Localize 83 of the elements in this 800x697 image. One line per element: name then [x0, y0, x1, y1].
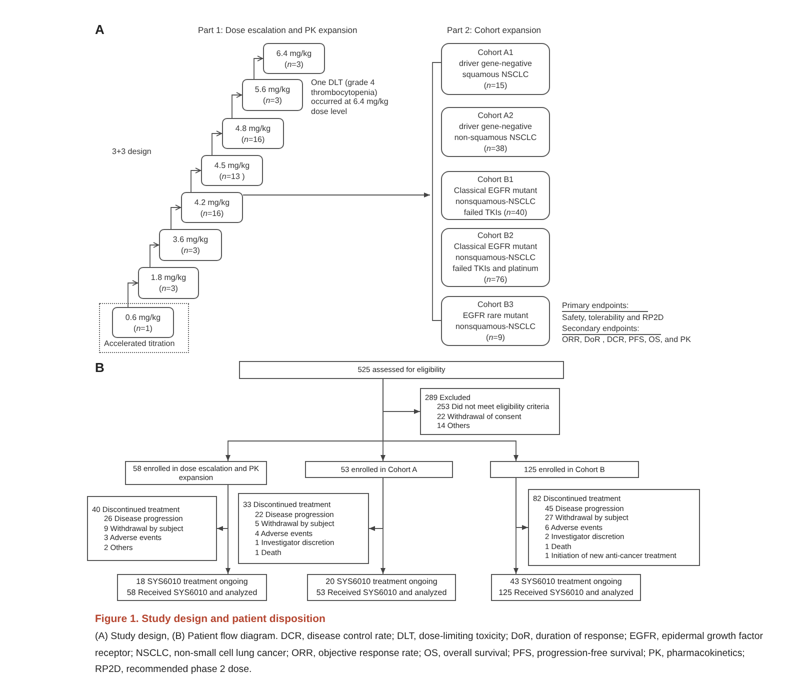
endpoint-text: ORR, DoR , DCR, PFS, OS, and PK	[562, 335, 691, 345]
dotted-group-box	[99, 303, 189, 353]
panel-letter: B	[95, 361, 104, 375]
list-box	[238, 493, 369, 564]
flow-box	[117, 574, 267, 601]
section-heading: Part 2: Cohort expansion	[447, 25, 542, 35]
sample-size: (n=3)	[263, 95, 282, 106]
arrow	[226, 484, 230, 574]
outcome-text: 125 Received SYS6010 and analyzed	[498, 588, 634, 598]
dose-level: 4.2 mg/kg	[194, 196, 230, 208]
flow-box	[239, 361, 564, 379]
endpoint-heading: Primary endpoints:	[562, 301, 648, 312]
sample-size: (n=16)	[200, 208, 224, 218]
outcome-text: 18 SYS6010 treatment ongoing	[136, 577, 248, 588]
arrow	[232, 92, 242, 118]
sample-size: (n=76)	[484, 274, 508, 285]
dose-level: 5.6 mg/kg	[254, 84, 290, 95]
outcome-text: 43 SYS6010 treatment ongoing	[510, 577, 622, 588]
dose-box	[242, 79, 303, 111]
arrow	[254, 56, 264, 80]
figure-title: Figure 1. Study design and patient disposition	[95, 613, 326, 626]
dose-box	[138, 267, 199, 299]
dose-box	[112, 307, 174, 338]
arrow	[190, 168, 202, 192]
sample-size: (n=38)	[484, 143, 508, 154]
dose-level: 0.6 mg/kg	[125, 312, 161, 322]
arrow	[170, 204, 182, 230]
sample-size: (n=3)	[159, 283, 178, 294]
dose-box	[263, 43, 325, 74]
dose-level: 4.5 mg/kg	[214, 160, 250, 170]
cohort-box	[441, 228, 550, 287]
flow-box	[307, 574, 456, 601]
sample-size: (n=15)	[484, 80, 508, 91]
flow-box	[125, 461, 267, 485]
flow-box	[491, 574, 641, 601]
sample-size: (n=16)	[241, 134, 265, 144]
bracket	[430, 60, 441, 323]
arrow	[150, 242, 160, 268]
sample-size: (n=13 )	[219, 170, 245, 182]
cohort-name: Cohort B3	[477, 299, 514, 310]
cohort-description: Classical EGFR mutant nonsquamous-NSCLC failed TKIs (n=40)	[452, 184, 538, 218]
arrow	[382, 378, 518, 462]
dose-level: 6.4 mg/kg	[276, 48, 312, 58]
sample-size: (n=3)	[284, 58, 304, 70]
design-label: 3+3 design	[112, 147, 152, 157]
dose-box	[181, 192, 243, 223]
flow-box	[490, 461, 639, 478]
cohort-name: Cohort A1	[478, 47, 514, 58]
section-heading: Part 1: Dose escalation and PK expansion	[198, 25, 358, 35]
outcome-text: 20 SYS6010 treatment ongoing	[326, 577, 438, 588]
list-box	[528, 489, 700, 566]
cohort-name: Cohort A2	[478, 110, 514, 121]
cohort-box	[441, 43, 550, 95]
arrow	[514, 478, 518, 574]
dose-box	[159, 229, 222, 261]
arrow	[380, 478, 386, 574]
arrow	[242, 192, 430, 198]
dose-level: 4.8 mg/kg	[235, 122, 271, 134]
sample-size: (n=1)	[134, 322, 152, 334]
cohort-box	[441, 171, 550, 220]
cohort-box	[441, 296, 550, 346]
sample-size: (n=9)	[486, 332, 505, 343]
dose-level: 3.6 mg/kg	[172, 234, 208, 245]
endpoint-text: Safety, tolerability and RP2D	[562, 313, 664, 323]
figure-caption: (A) Study design, (B) Patient flow diagram. DCR, disease control rate; DLT, dose-limiting toxicity; DoR, duration of response; EGFR, epidermal growth factor receptor; NSCLC, non-small cell lung cancer; ORR, objective response rate; OS, overall survival; PFS, progression-free survival; PK, pharmacokinetics; RP2D, recommended phase 2 dose.	[95, 630, 764, 677]
list-box	[420, 388, 560, 435]
dose-box	[201, 155, 263, 186]
endpoint-heading: Secondary endpoints:	[562, 324, 661, 335]
cohort-box	[441, 107, 550, 157]
flow-box	[305, 461, 453, 478]
outcome-text: 53 Received SYS6010 and analyzed	[316, 588, 447, 598]
cohort-name: Cohort B1	[477, 174, 514, 184]
list-box	[87, 496, 217, 561]
arrow	[128, 280, 138, 308]
arrow	[212, 130, 222, 156]
annotation-note: One DLT (grade 4 thrombocytopenia) occurred at 6.4 mg/kg dose level	[311, 78, 390, 116]
dose-box	[222, 118, 284, 149]
dose-level: 1.8 mg/kg	[150, 272, 186, 283]
cohort-name: Cohort B2	[477, 230, 514, 241]
panel-letter: A	[95, 23, 104, 37]
group-label: Accelerated titration	[104, 339, 175, 349]
outcome-text: 58 Received SYS6010 and analyzed	[126, 588, 258, 598]
sample-size: (n=3)	[181, 245, 200, 256]
